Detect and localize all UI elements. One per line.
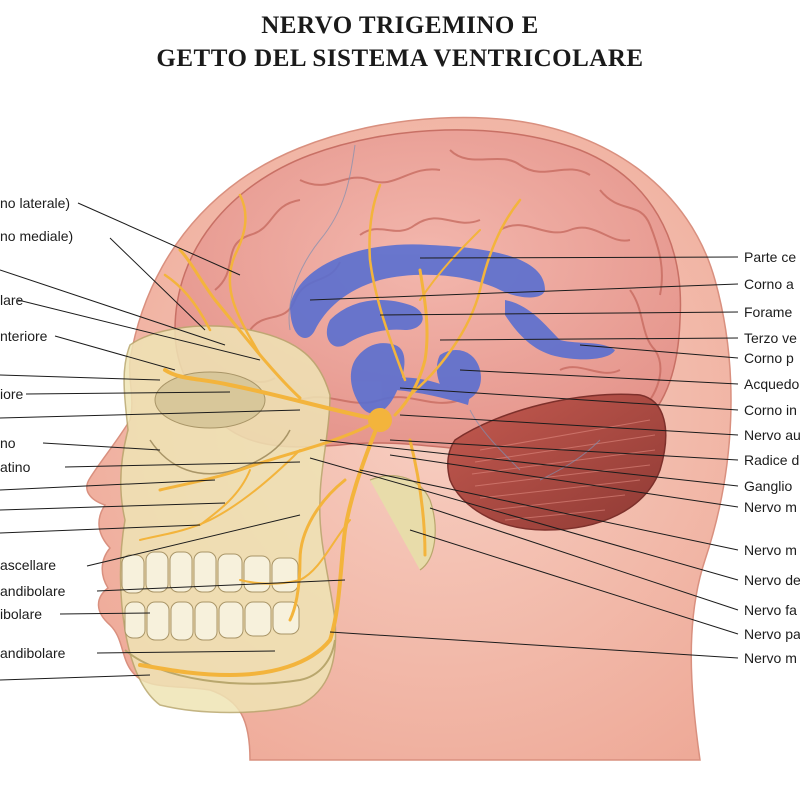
label-right-16: Nervo m <box>744 650 797 666</box>
ventricular-system <box>290 244 615 414</box>
label-left-4: nteriore <box>0 328 48 344</box>
label-left-5: iore <box>0 386 24 402</box>
skull-bones <box>119 325 436 714</box>
label-right-12: Nervo m <box>744 542 797 558</box>
label-left-10: ibolare <box>0 606 42 622</box>
trigeminal-nerve <box>138 183 522 678</box>
label-right-7: Corno in <box>744 402 797 418</box>
label-left-9: andibolare <box>0 583 66 599</box>
label-left-11: andibolare <box>0 645 66 661</box>
label-right-8: Nervo au <box>744 427 800 443</box>
label-right-14: Nervo fa <box>744 602 797 618</box>
labels-left: no laterale) no mediale) lare nteriore i… <box>0 195 73 661</box>
label-right-3: Forame <box>744 304 792 320</box>
label-right-1: Parte ce <box>744 249 796 265</box>
label-right-11: Nervo m <box>744 499 797 515</box>
label-left-1: no laterale) <box>0 195 70 211</box>
plate-title-line-1: NERVO TRIGEMINO E <box>261 12 539 39</box>
label-right-5: Corno p <box>744 350 794 366</box>
label-right-9: Radice d <box>744 452 799 468</box>
label-right-13: Nervo de <box>744 572 800 588</box>
label-right-2: Corno a <box>744 276 794 292</box>
label-left-6: no <box>0 435 16 451</box>
leader-lines-right <box>309 256 739 659</box>
labels-right: Parte ce Corno a Forame Terzo ve Corno p… <box>744 249 800 666</box>
label-left-8: ascellare <box>0 557 56 573</box>
label-left-3: lare <box>0 292 24 308</box>
leader-lines-left <box>0 202 346 681</box>
label-left-2: no mediale) <box>0 228 73 244</box>
label-right-6: Acquedo <box>744 376 799 392</box>
label-left-7: atino <box>0 459 31 475</box>
label-right-4: Terzo ve <box>744 330 797 346</box>
brain-gyri <box>214 149 663 404</box>
plate-title-line-2: GETTO DEL SISTEMA VENTRICOLARE <box>156 45 644 72</box>
label-right-10: Ganglio <box>744 478 792 494</box>
cerebellum-folia <box>471 419 656 521</box>
label-right-15: Nervo pa <box>744 626 800 642</box>
cranial-sutures <box>288 144 601 481</box>
